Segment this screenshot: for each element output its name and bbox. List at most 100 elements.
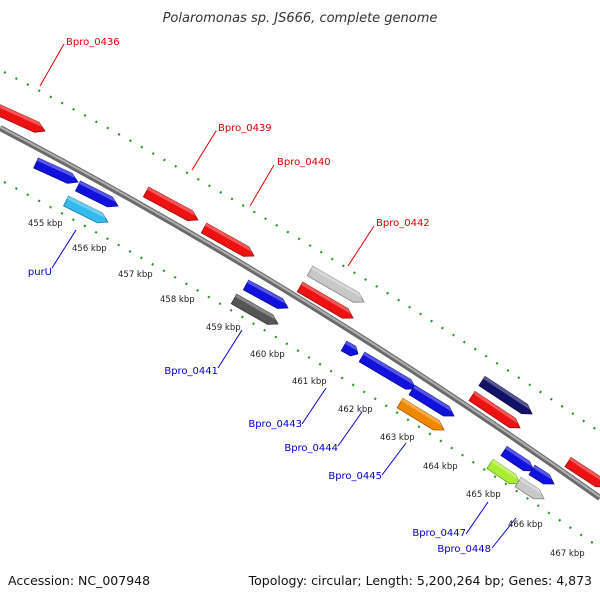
gene-arrow-small-2 [528, 464, 555, 485]
gene-arrow-bpro-0448-highlight [519, 477, 542, 495]
gene-arrow-bpro-0444-body [408, 384, 455, 417]
gene-arrow-bpro-0447-b-body [500, 445, 535, 472]
gene-arrow-navy [478, 375, 533, 415]
position-tick-label: 458 kbp [160, 295, 195, 305]
gene-arrow-bpro-0436-highlight [0, 102, 43, 128]
gene-arrow-bpro-0441-highlight [235, 294, 276, 320]
gene-arrow-bpro-0447 [486, 458, 521, 485]
forward-gene-label: Bpro_0439 [218, 123, 272, 134]
gene-arrow-bpro-0442 [306, 265, 365, 303]
gene-arrow-bpro-0440-body [200, 222, 255, 257]
reverse-leader-line [337, 411, 363, 447]
gene-arrow-purU-adjacent [33, 157, 79, 184]
position-tick-label: 455 kbp [28, 219, 63, 229]
reverse-gene-label: Bpro_0447 [412, 528, 466, 539]
gene-arrow-bpro-0447-b [500, 445, 535, 472]
gene-arrow-small-2-highlight [533, 465, 552, 480]
gene-arrow-red-edge [564, 456, 600, 488]
reverse-gene-label: purU [28, 267, 52, 278]
position-tick-label: 461 kbp [292, 377, 327, 387]
gene-arrow-purU-body [63, 195, 109, 224]
gene-arrow-bpro-0444 [408, 384, 455, 417]
position-tick-label: 456 kbp [72, 244, 107, 254]
gene-arrow-purU-adjacent-highlight [36, 157, 76, 179]
position-tick-label: 464 kbp [423, 462, 458, 472]
summary-text: Topology: circular; Length: 5,200,264 bp… [248, 573, 592, 588]
gene-arrow-bpro-0441-b-highlight [247, 280, 286, 304]
reverse-gene-label: Bpro_0441 [164, 366, 218, 377]
position-tick-label: 462 kbp [338, 405, 373, 415]
gene-arrow-bpro-0447-b-highlight [505, 446, 532, 467]
gene-arrow-purU-highlight [67, 196, 106, 219]
gene-arrow-bpro-0447-body [486, 458, 521, 485]
reverse-gene-label: Bpro_0444 [284, 443, 338, 454]
gene-arrow-red-edge-body [564, 456, 600, 488]
gene-arrow-bpro-0436 [0, 102, 46, 133]
reverse-leader-line [217, 329, 243, 369]
forward-leader-line [347, 225, 375, 267]
gene-arrow-small-body [340, 340, 359, 357]
reverse-gene-label: Bpro_0445 [328, 471, 382, 482]
gene-arrow-reverse-1-highlight [79, 181, 116, 203]
backbone-line-highlight [0, 126, 600, 498]
accession-text: Accession: NC_007948 [8, 573, 150, 588]
reverse-leader-line [381, 442, 407, 476]
backbone [0, 125, 600, 501]
reverse-leader-line [301, 387, 327, 425]
gene-arrow-bpro-0441-b [242, 279, 289, 309]
map-title: Polaromonas sp. JS666, complete genome [163, 11, 438, 26]
gene-arrow-bpro-0443-highlight [363, 352, 414, 385]
gene-arrow-bpro-0441-b-body [242, 279, 289, 309]
gene-arrow-bpro-0444-highlight [413, 385, 452, 412]
gene-arrow-bpro-0440 [200, 222, 255, 257]
reverse-gene-label: Bpro_0443 [248, 419, 302, 430]
position-tick-label: 466 kbp [508, 520, 543, 530]
gene-arrow-bpro-0442-main [296, 281, 354, 319]
gene-arrow-purU [63, 195, 109, 224]
gene-arrow-bpro-0445 [396, 397, 445, 431]
forward-leader-line [39, 43, 65, 87]
reverse-leader-line [465, 501, 489, 535]
gene-arrow-bpro-0448-body [514, 476, 545, 500]
gene-arrow-red-2-highlight [473, 391, 518, 424]
forward-gene-label: Bpro_0440 [277, 157, 331, 168]
position-tick-label: 467 kbp [550, 549, 585, 559]
gene-arrow-bpro-0442-highlight [311, 266, 362, 298]
gene-arrow-reverse-1 [75, 180, 119, 208]
gene-arrow-red-2-body [468, 390, 521, 429]
gene-arrow-bpro-0441 [230, 293, 279, 325]
reverse-leader-line [491, 517, 517, 549]
gene-arrow-small [340, 340, 359, 357]
reverse-guide-line [3, 181, 600, 549]
gene-arrow-bpro-0442-body [306, 265, 365, 303]
reverse-gene-label: Bpro_0448 [437, 544, 491, 555]
gene-arrows [0, 102, 600, 500]
gene-arrow-bpro-0440-highlight [205, 223, 252, 252]
gene-arrow-red-edge-highlight [569, 457, 600, 483]
position-tick-label: 459 kbp [206, 323, 241, 333]
forward-leader-line [191, 130, 217, 171]
gene-arrow-navy-highlight [483, 376, 530, 410]
forward-gene-label: Bpro_0442 [376, 218, 430, 229]
gene-arrow-bpro-0443 [358, 351, 417, 390]
gene-arrow-red-2 [468, 390, 521, 429]
position-ticks: 455 kbp 456 kbp 457 kbp 458 kbp 459 kbp 460 k… [28, 219, 585, 559]
gene-arrow-bpro-0448 [514, 476, 545, 500]
gene-arrow-bpro-0439 [142, 186, 199, 221]
reverse-leader-line [51, 229, 77, 269]
forward-leader-line [249, 164, 275, 207]
gene-arrow-bpro-0442-main-highlight [301, 282, 351, 314]
gene-arrow-bpro-0439-highlight [147, 187, 196, 216]
position-tick-label: 460 kbp [250, 350, 285, 360]
position-tick-label: 465 kbp [466, 490, 501, 500]
gene-arrow-bpro-0442-main-body [296, 281, 354, 319]
gene-arrow-small-highlight [345, 341, 357, 351]
gene-arrow-bpro-0445-highlight [401, 398, 442, 426]
position-tick-label: 457 kbp [118, 270, 153, 280]
forward-gene-label: Bpro_0436 [66, 37, 120, 48]
gene-arrow-bpro-0447-highlight [491, 459, 518, 480]
position-tick-label: 463 kbp [380, 433, 415, 443]
